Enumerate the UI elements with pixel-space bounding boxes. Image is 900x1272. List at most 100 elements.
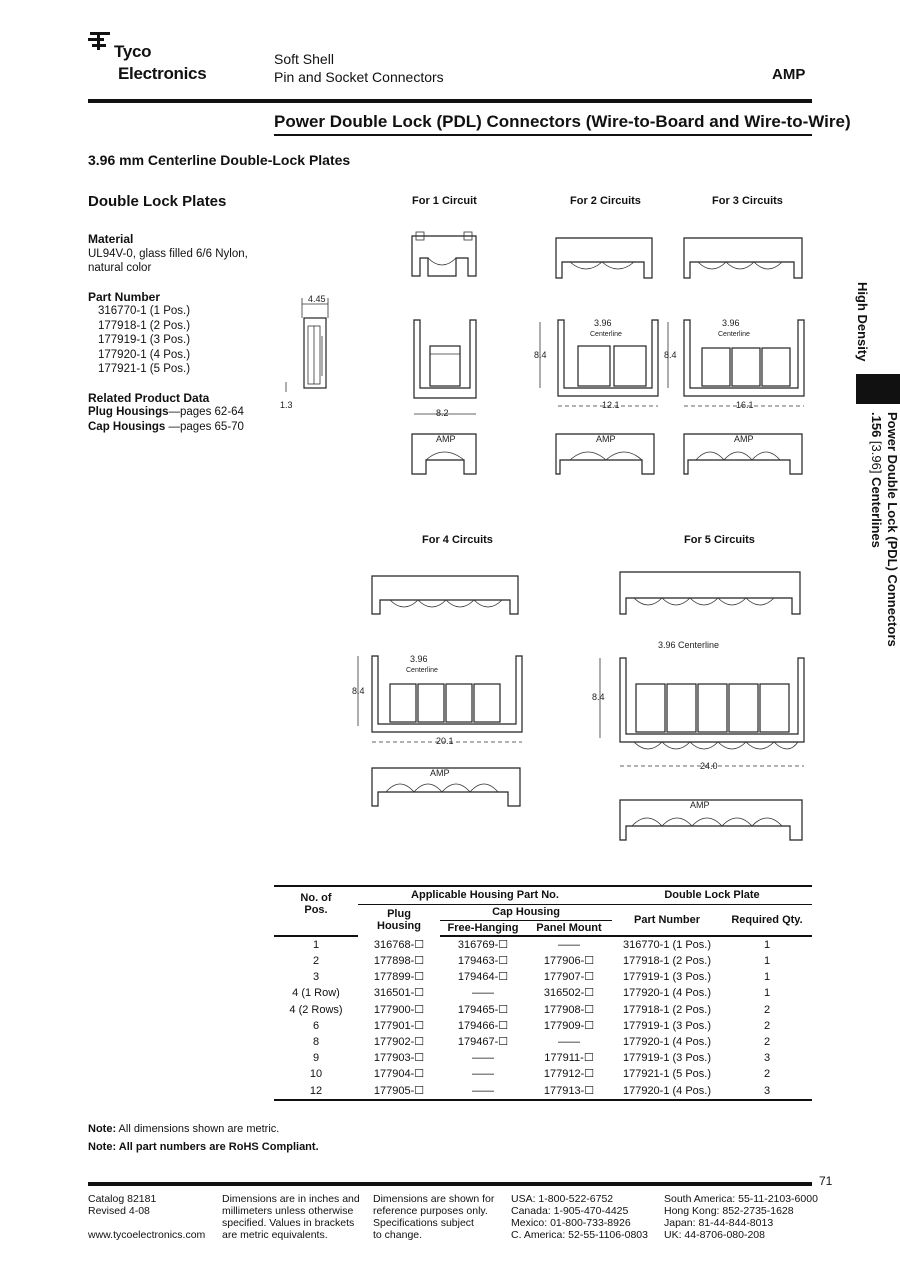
table-cell: 4 (2 Rows) [289, 1003, 343, 1016]
table-cell: 6 [312, 1019, 320, 1032]
plug-housings-link[interactable]: Plug Housings [88, 406, 169, 418]
table-cell: —— [472, 1068, 494, 1081]
h-housing: Housing [377, 920, 421, 933]
side-view-drawing: 4.45 1.3 [280, 294, 329, 410]
header-double-lock: Double Lock Plate [612, 885, 812, 905]
subtitle-line2: Pin and Socket Connectors [274, 69, 444, 85]
plug-pages: —pages 62-64 [168, 406, 244, 418]
material-label: Material [88, 232, 134, 246]
footer-text: are metric equivalents. [222, 1229, 328, 1241]
footer-text: reference purposes only. [373, 1205, 488, 1217]
table-cell: 316770-1 (1 Pos.) [622, 939, 712, 951]
table-cell: 316501-☐ [373, 987, 425, 1000]
table-cell: 1 [312, 939, 320, 951]
related-plug: Plug Housings—pages 62-64 [88, 405, 258, 420]
header-rule [88, 99, 812, 103]
table-cell: —— [472, 987, 494, 1000]
drawing-4-circuits: 8.4 3.96 Centerline 20.1 AMP [352, 575, 523, 807]
dim-3-96: 3.96 [410, 654, 428, 664]
table-cell: 2 [763, 1036, 771, 1049]
table-cell: 1 [763, 939, 771, 951]
h-pos: Pos. [304, 903, 328, 916]
amp-mark: AMP [436, 434, 456, 444]
brand-label: AMP [772, 66, 806, 83]
related-cap: Cap Housings —pages 65-70 [88, 420, 258, 435]
page-title: Power Double Lock (PDL) Connectors (Wire… [274, 112, 851, 131]
tyco-logo-icon [88, 32, 110, 50]
header-no-of-pos-filler [274, 920, 358, 937]
table-cell: 1 [763, 955, 771, 968]
footer-text: Dimensions are shown for [373, 1193, 495, 1205]
table-cell: 3 [312, 971, 320, 984]
footer-text: Revised 4-08 [88, 1205, 150, 1217]
table-row: 4 (1 Row) 316501-☐ —— 316502-☐ 177920-1 (4 P… [274, 985, 812, 1001]
table-row: 4 (2 Rows)177900-☐179465-☐177908-☐177918… [274, 1002, 812, 1018]
table-cell: 3 [763, 1052, 771, 1065]
table-cell: 177918-1 (2 Pos.) [622, 1003, 712, 1016]
table-cell: 177903-☐ [373, 1052, 425, 1065]
table-cell: 3 [722, 1082, 812, 1101]
note-label: Note: [88, 1123, 117, 1135]
header-part-number: Part Number [612, 904, 722, 937]
table-cell: —— [558, 1036, 580, 1049]
side-tab-156: .156 [869, 412, 884, 438]
dim-20-1: 20.1 [436, 736, 454, 746]
cap-pages: —pages 65-70 [165, 420, 244, 433]
note-metric: Note: All dimensions shown are metric. [88, 1120, 319, 1138]
footer-text: Hong Kong: 852-2735-1628 [664, 1205, 794, 1217]
cap-housings-link[interactable]: Cap Housings [88, 420, 166, 433]
material-line2: natural color [88, 262, 152, 274]
website-link[interactable]: www.tycoelectronics.com [88, 1229, 206, 1241]
footer-text: Catalog 82181 [88, 1193, 157, 1205]
footer-text: C. America: 52-55-1106-0803 [511, 1229, 648, 1241]
table-cell: 1 [763, 987, 771, 1000]
subtitle-line1: Soft Shell [274, 51, 334, 67]
table-cell: 316769-☐ [457, 939, 509, 951]
side-tab-pdl: Power Double Lock (PDL) Connectors .156 … [868, 412, 900, 647]
title-rule [274, 134, 812, 136]
side-tab-line1: Power Double Lock (PDL) Connectors [885, 412, 900, 647]
table-cell: 177920-1 (4 Pos.) [622, 987, 712, 1000]
footer-text: Mexico: 01-800-733-8926 [511, 1217, 631, 1229]
subheading: Double Lock Plates [88, 193, 227, 210]
dim-8-4: 8.4 [534, 350, 547, 360]
table-cell: 316502-☐ [543, 987, 595, 1000]
figure-label-4-circuits: For 4 Circuits [422, 534, 493, 546]
table-cell: 177901-☐ [373, 1019, 425, 1032]
side-tab-centerlines: Centerlines [869, 477, 884, 548]
table-cell: 177905-☐ [358, 1082, 440, 1101]
table-cell: 2 [312, 955, 320, 968]
dim-8-2: 8.2 [436, 408, 449, 418]
table-cell: 12 [274, 1082, 358, 1101]
table-cell: 179464-☐ [457, 971, 509, 984]
table-cell: 2 [763, 1019, 771, 1032]
figure-label-3-circuits: For 3 Circuits [712, 195, 783, 207]
side-tab-line2: .156 [3.96] Centerlines [868, 412, 884, 647]
footer-rule [88, 1182, 812, 1186]
dim-12-1: 12.1 [602, 400, 620, 410]
table-cell: 316768-☐ [373, 938, 425, 951]
dim-4-45: 4.45 [308, 294, 326, 304]
header-free-hanging: Free-Hanging [440, 920, 526, 937]
table-cell: 177921-1 (5 Pos.) [622, 1068, 712, 1081]
side-tab-marker [856, 374, 900, 404]
footer-text: Specifications subject [373, 1217, 474, 1229]
drawing-2-circuits: 8.4 3.96 Centerline 12.1 AMP [534, 237, 659, 475]
footer-contacts-intl: South America: 55-11-2103-6000 Hong Kong… [664, 1193, 818, 1241]
footer-text: Canada: 1-905-470-4425 [511, 1205, 629, 1217]
side-tab-high-density: High Density [855, 282, 870, 362]
table-cell: 10 [309, 1068, 323, 1081]
centerline-label: Centerline [406, 667, 438, 674]
footer-text: USA: 1-800-522-6752 [511, 1193, 614, 1205]
table-cell: 9 [312, 1052, 320, 1065]
table-cell: 4 (1 Row) [292, 987, 340, 1000]
notes: Note: All dimensions shown are metric. N… [88, 1120, 319, 1156]
table-cell: —— [472, 1052, 494, 1065]
table-cell: 2 [763, 1003, 771, 1016]
footer-reference: Dimensions are shown for reference purpo… [373, 1193, 494, 1241]
